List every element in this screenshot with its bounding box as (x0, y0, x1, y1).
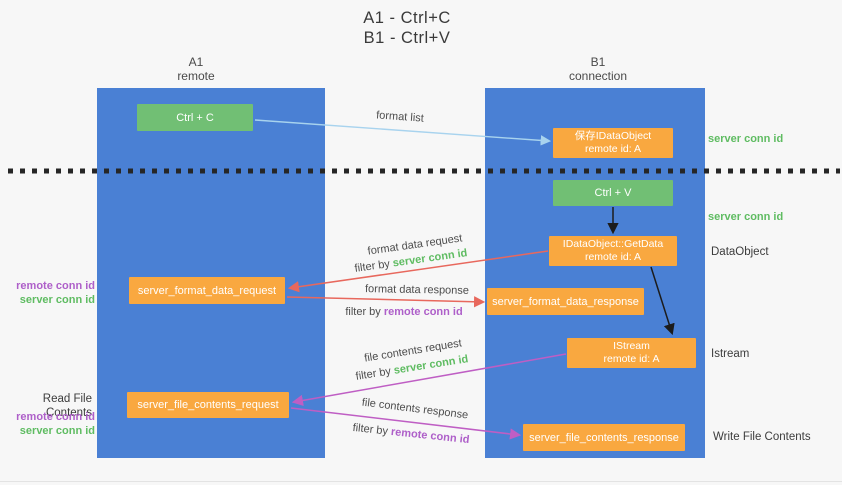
annotation-format-conn-ids: remote conn id server conn id (16, 279, 95, 307)
node-ctrl-v: Ctrl + V (553, 180, 673, 206)
node-server-format-data-request: server_format_data_request (129, 277, 285, 304)
node-istream-line1: IStream (613, 340, 650, 352)
arrow-getdata-to-istream (650, 266, 675, 336)
node-server-format-data-response: server_format_data_response (487, 288, 644, 315)
node-getdata-line1: IDataObject::GetData (562, 238, 664, 250)
node-save-dataobject-line1: 保存IDataObject (574, 130, 652, 142)
annotation-remote-conn-id: remote conn id (16, 280, 95, 292)
column-b-header: B1 connection (538, 55, 658, 83)
label-format-data-response: format data response (364, 283, 470, 297)
column-a-header: A1 remote (136, 55, 256, 83)
node-istream-line2: remote id: A (603, 353, 660, 365)
node-server-file-contents-response: server_file_contents_response (523, 424, 685, 451)
title-line-1: A1 - Ctrl+C (363, 9, 451, 27)
annotation-write-file-contents: Write File Contents (713, 431, 811, 443)
node-getdata-line2: remote id: A (584, 251, 641, 263)
node-server-file-contents-request: server_file_contents_request (127, 392, 289, 418)
annotation-dataobject: DataObject (711, 246, 769, 258)
node-server-format-data-request-label: server_format_data_request (137, 284, 277, 297)
annotation-read-file-contents: Read File Contents (42, 393, 92, 419)
arrow-file-contents-response (290, 407, 522, 440)
column-b-id: B1 (590, 55, 606, 69)
node-server-format-data-response-label: server_format_data_response (492, 295, 639, 308)
node-ctrl-c-label: Ctrl + C (176, 111, 214, 124)
window-bottom-edge (0, 481, 842, 482)
remote-conn-id-highlight: remote conn id (383, 306, 463, 318)
column-a-name: remote (177, 69, 215, 83)
arrow-format-list (254, 119, 552, 146)
annotation-server-conn-id: server conn id (19, 294, 95, 306)
arrow-format-data-response (286, 296, 486, 308)
annotation-remote-conn-id: remote conn id (16, 411, 95, 423)
node-ctrl-c: Ctrl + C (137, 104, 253, 131)
node-server-file-contents-request-label: server_file_contents_request (137, 399, 279, 411)
annotation-server-conn-id: server conn id (19, 425, 95, 437)
node-save-dataobject-line2: remote id: A (584, 143, 641, 155)
annotation-file-conn-ids: remote conn id server conn id (16, 410, 95, 438)
column-a-id: A1 (188, 55, 204, 69)
annotation-istream: Istream (711, 348, 750, 360)
node-getdata: IDataObject::GetData remote id: A (549, 236, 677, 266)
node-server-file-contents-response-label: server_file_contents_response (529, 431, 679, 444)
title-line-2: B1 - Ctrl+V (363, 29, 451, 47)
node-save-dataobject: 保存IDataObject remote id: A (553, 128, 673, 158)
column-b-name: connection (568, 69, 628, 83)
arrow-file-contents-request (291, 353, 567, 406)
annotation-server-conn-id-1: server conn id (708, 133, 784, 145)
label-format-data-response-filter: filter by remote conn id (345, 306, 463, 318)
node-ctrl-v-label: Ctrl + V (594, 187, 632, 199)
annotation-server-conn-id-2: server conn id (708, 211, 784, 223)
arrow-format-data-request (287, 250, 549, 293)
diagram-title: A1 - Ctrl+C B1 - Ctrl+V (307, 8, 507, 48)
node-istream: IStream remote id: A (567, 338, 696, 368)
